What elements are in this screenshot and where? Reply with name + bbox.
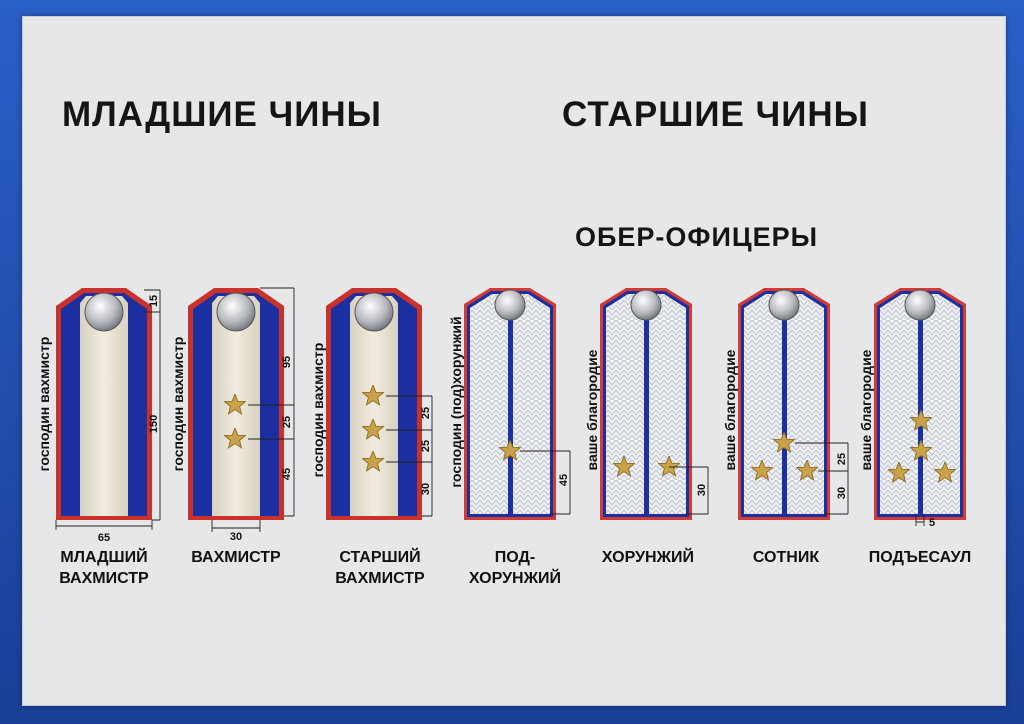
rank-name-line: МЛАДШИЙ [60,547,147,566]
heading-senior-ranks: СТАРШИЕ ЧИНЫ [562,95,869,134]
button-icon [768,289,800,321]
heading-ober-officers: ОБЕР-ОФИЦЕРЫ [575,222,819,252]
dimension-lines: 65 15 150 [55,289,161,544]
dimension-lines: 45 [520,450,571,515]
button-icon [216,292,256,332]
dimension-lines: 5 [915,514,935,529]
rank-name-line: ВАХМИСТР [59,570,149,587]
epaulet-podyesaul: 5 ваше благородие ПОДЪЕСАУЛ [858,288,971,566]
dim-label: 5 [929,517,935,529]
rank-name-line: ПОДЪЕСАУЛ [869,549,971,566]
epaulet-sotnik: 25 30 ваше благородие СОТНИК [722,288,849,566]
dim-label: 25 [420,440,432,452]
rank-name-line: ХОРУНЖИЙ [469,568,561,587]
dimension-lines: 25 30 [795,442,849,515]
epaulet-senior-sergeant-major: 25 25 30 господин вахмистр СТАРШИЙ ВАХМИ… [310,288,433,587]
dim-label: 95 [281,356,293,368]
epaulet-sergeant-major: 30 95 25 45 господин вахмистр ВАХМИСТР [170,287,295,566]
address-form-label: господин вахмистр [310,343,326,478]
dim-label: 30 [836,487,848,499]
dimension-lines: 30 [669,466,709,515]
address-form-label: господин (под)хорунжий [448,316,464,487]
address-form-label: ваше благородие [858,349,874,470]
dim-label: 30 [696,484,708,496]
dim-label: 45 [281,468,293,480]
dim-label: 30 [420,483,432,495]
rank-name-line: ВАХМИСТР [335,570,425,587]
rank-name-line: ВАХМИСТР [191,549,281,566]
heading-junior-ranks: МЛАДШИЕ ЧИНЫ [62,95,382,134]
dim-label: 30 [230,531,242,543]
address-form-label: господин вахмистр [170,337,186,472]
button-icon [494,289,526,321]
rank-name-line: ХОРУНЖИЙ [602,547,694,566]
rank-name-line: СТАРШИЙ [339,547,420,566]
address-form-label: ваше благородие [722,349,738,470]
dim-label: 15 [148,295,160,307]
address-form-label: господин вахмистр [36,337,52,472]
dim-label: 150 [148,415,160,433]
dim-label: 25 [836,453,848,465]
dim-label: 65 [98,532,110,544]
button-icon [904,289,936,321]
epaulet-podkhorunzhy: 45 господин (под)хорунжий ПОД- ХОРУНЖИЙ [448,288,571,587]
address-form-label: ваше благородие [584,349,600,470]
epaulet-junior-sergeant-major: 65 15 150 господин вахмистр МЛАДШИЙ ВАХМ… [36,288,161,587]
rank-name-line: ПОД- [495,549,535,566]
button-icon [354,292,394,332]
dim-label: 25 [420,407,432,419]
dimension-lines: 30 95 25 45 [211,287,295,543]
epaulet-khorunzhy: 30 ваше благородие ХОРУНЖИЙ [584,288,709,566]
dim-label: 25 [281,416,293,428]
button-icon [630,289,662,321]
rank-name-line: СОТНИК [753,549,819,566]
button-icon [84,292,124,332]
dimension-lines: 25 25 30 [386,395,433,517]
dim-label: 45 [558,474,570,486]
